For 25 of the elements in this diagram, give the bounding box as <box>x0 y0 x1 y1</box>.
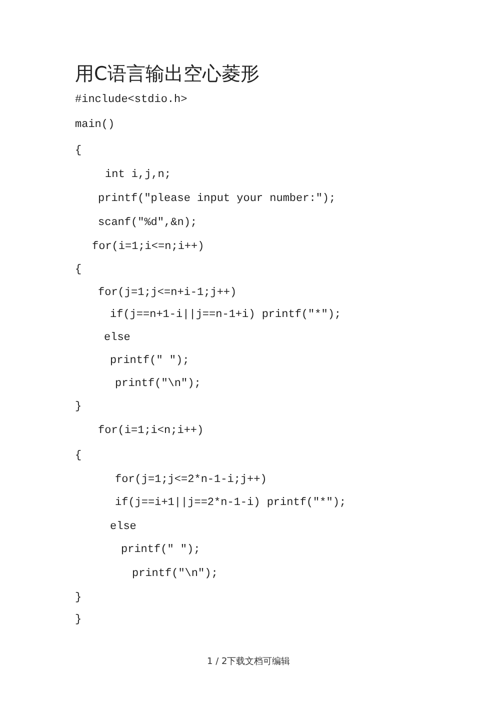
code-line: printf("please input your number:"); <box>98 194 336 205</box>
code-line: printf("\n"); <box>132 569 218 580</box>
code-line: else <box>104 333 130 344</box>
code-line: for(i=1;i<=n;i++) <box>92 242 204 253</box>
code-line: } <box>75 593 82 604</box>
page-footer: 1 / 2下载文档可编辑 <box>207 658 290 667</box>
code-line: else <box>110 522 136 533</box>
code-line: printf("\n"); <box>115 379 201 390</box>
code-line: { <box>75 265 82 276</box>
code-line: for(j=1;j<=n+i-1;j++) <box>98 288 237 299</box>
code-line: { <box>75 146 82 157</box>
code-line: scanf("%d",&n); <box>98 218 198 229</box>
code-line: if(j==i+1||j==2*n-1-i) printf("*"); <box>115 498 346 509</box>
code-line: { <box>75 451 82 462</box>
code-line: printf(" "); <box>121 545 200 556</box>
code-line: main() <box>75 120 115 131</box>
code-line: } <box>75 402 82 413</box>
code-line: int i,j,n; <box>105 170 172 181</box>
code-line: } <box>75 615 82 626</box>
code-line: for(j=1;j<=2*n-1-i;j++) <box>115 475 267 486</box>
document-title: 用C语言输出空心菱形 <box>75 65 260 84</box>
code-line: for(i=1;i<n;i++) <box>98 426 204 437</box>
code-line: printf(" "); <box>110 356 190 367</box>
code-line: #include<stdio.h> <box>75 95 188 106</box>
code-line: if(j==n+1-i||j==n-1+i) printf("*"); <box>110 310 342 321</box>
